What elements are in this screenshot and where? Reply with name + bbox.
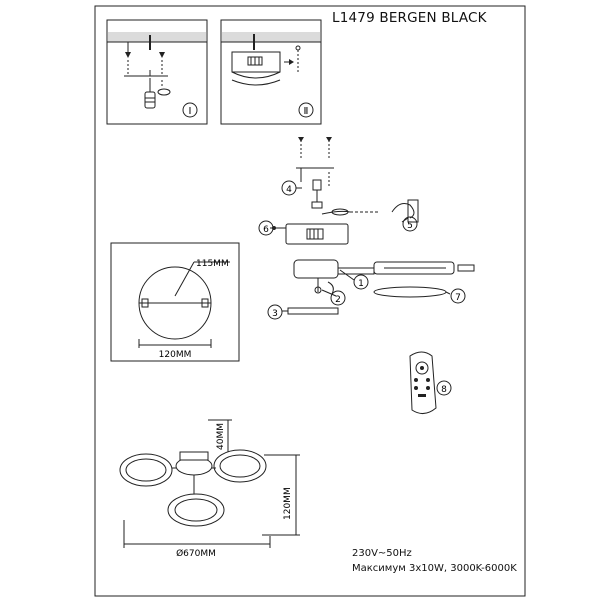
callout-4 [281,180,297,196]
step-2-panel: Ⅱ [220,19,322,125]
mounting-offset-label: 115MM [196,259,229,269]
mounting-detail: 115MM 120MM [110,242,240,362]
callout-4-label: 4 [286,185,292,195]
top-view: 40MM 120MM Ø670MM [119,419,300,559]
callout-2-label: 2 [335,295,341,305]
step-1-panel: Ⅰ [106,19,208,125]
callout-7-label: 7 [455,293,461,303]
step-1-badge [182,102,198,118]
spec-voltage: 230V~50Hz [352,548,412,559]
step-2-label: Ⅱ [304,106,309,117]
callouts: 1 2 3 4 5 6 7 8 [258,180,466,396]
product-title: L1479 BERGEN BLACK [332,10,487,26]
height-top-label: 40MM [216,423,226,450]
callout-3 [267,304,283,320]
exploded-assembly [270,137,475,315]
spec-power: Максимум 3x10W, 3000K-6000K [352,563,517,574]
step-1-label: Ⅰ [189,106,192,117]
diameter-label: Ø670MM [176,548,216,559]
callout-8 [436,380,452,396]
remote-control [409,351,437,414]
height-side-label: 120MM [283,487,293,520]
callout-5-label: 5 [407,221,413,231]
callout-7 [450,288,466,304]
callout-6-label: 6 [263,225,269,235]
callout-2 [330,290,346,306]
step-2-badge [298,102,314,118]
specifications: 230V~50Hz Максимум 3x10W, 3000K-6000K [352,546,517,576]
sheet-border [94,5,526,597]
callout-8-label: 8 [441,385,447,395]
callout-5 [402,216,418,232]
callout-6 [258,220,274,236]
callout-1 [353,274,369,290]
callout-3-label: 3 [272,309,278,319]
mounting-width-label: 120MM [159,350,192,360]
callout-1-label: 1 [358,279,364,289]
